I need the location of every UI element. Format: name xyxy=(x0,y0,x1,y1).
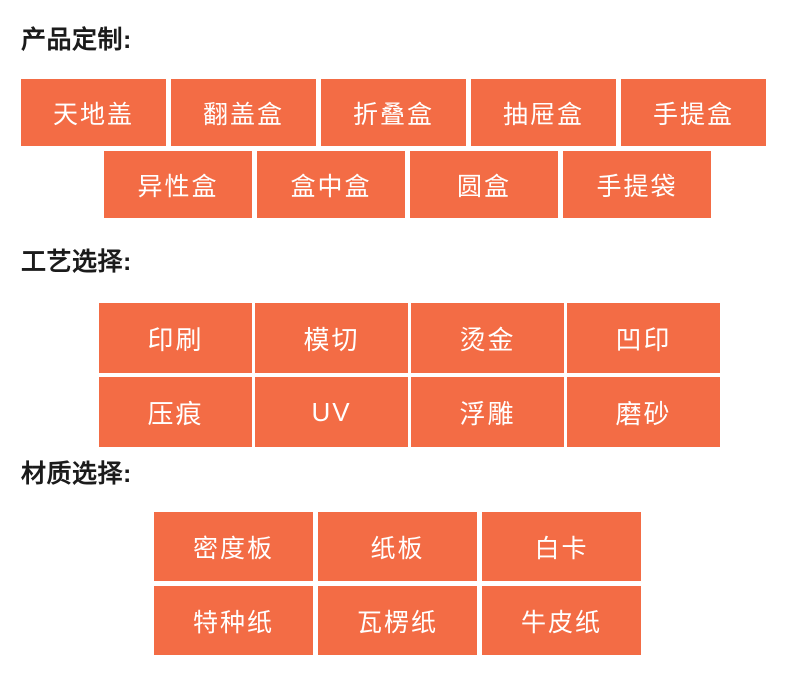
material-tile-grid: 密度板 纸板 白卡 特种纸 瓦楞纸 牛皮纸 xyxy=(0,512,790,655)
tile-fangaihe[interactable]: 翻盖盒 xyxy=(171,79,316,146)
tile-chouthe[interactable]: 抽屉盒 xyxy=(471,79,616,146)
tile-uv[interactable]: UV xyxy=(255,377,408,447)
tile-shoutidai[interactable]: 手提袋 xyxy=(563,151,711,218)
material-tile-row-1: 密度板 纸板 白卡 xyxy=(154,512,790,581)
tile-tiandigai[interactable]: 天地盖 xyxy=(21,79,166,146)
section-heading-craft: 工艺选择: xyxy=(21,248,132,276)
tile-tezhongzhi[interactable]: 特种纸 xyxy=(154,586,313,655)
section-heading-product: 产品定制: xyxy=(21,26,132,54)
product-tile-row-1: 天地盖 翻盖盒 折叠盒 抽屉盒 手提盒 xyxy=(21,79,790,146)
tile-moqie[interactable]: 模切 xyxy=(255,303,408,373)
tile-hezhonghe[interactable]: 盒中盒 xyxy=(257,151,405,218)
tile-walengzhi[interactable]: 瓦楞纸 xyxy=(318,586,477,655)
tile-fudiao[interactable]: 浮雕 xyxy=(411,377,564,447)
craft-tile-grid: 印刷 模切 烫金 凹印 压痕 UV 浮雕 磨砂 xyxy=(0,303,790,447)
tile-aoyin[interactable]: 凹印 xyxy=(567,303,720,373)
tile-yinshua[interactable]: 印刷 xyxy=(99,303,252,373)
product-tile-row-2: 异性盒 盒中盒 圆盒 手提袋 xyxy=(21,151,790,218)
material-tile-row-2: 特种纸 瓦楞纸 牛皮纸 xyxy=(154,586,790,655)
section-heading-material: 材质选择: xyxy=(21,460,132,488)
product-tile-grid: 天地盖 翻盖盒 折叠盒 抽屉盒 手提盒 异性盒 盒中盒 圆盒 手提袋 xyxy=(0,79,790,218)
tile-yahen[interactable]: 压痕 xyxy=(99,377,252,447)
tile-midouban[interactable]: 密度板 xyxy=(154,512,313,581)
section-product-customization: 产品定制: 天地盖 翻盖盒 折叠盒 抽屉盒 手提盒 异性盒 盒中盒 圆盒 手提袋 xyxy=(0,28,790,218)
tile-yuanhe[interactable]: 圆盒 xyxy=(410,151,558,218)
craft-tile-row-2: 压痕 UV 浮雕 磨砂 xyxy=(99,377,790,447)
section-material-selection: 材质选择: 密度板 纸板 白卡 特种纸 瓦楞纸 牛皮纸 xyxy=(0,462,790,655)
tile-tangjin[interactable]: 烫金 xyxy=(411,303,564,373)
tile-shoutihe[interactable]: 手提盒 xyxy=(621,79,766,146)
tile-niupizhi[interactable]: 牛皮纸 xyxy=(482,586,641,655)
tile-zhiban[interactable]: 纸板 xyxy=(318,512,477,581)
tile-yixinghe[interactable]: 异性盒 xyxy=(104,151,252,218)
section-craft-selection: 工艺选择: 印刷 模切 烫金 凹印 压痕 UV 浮雕 磨砂 xyxy=(0,250,790,447)
tile-mosha[interactable]: 磨砂 xyxy=(567,377,720,447)
craft-tile-row-1: 印刷 模切 烫金 凹印 xyxy=(99,303,790,373)
tile-zhediehe[interactable]: 折叠盒 xyxy=(321,79,466,146)
tile-baika[interactable]: 白卡 xyxy=(482,512,641,581)
